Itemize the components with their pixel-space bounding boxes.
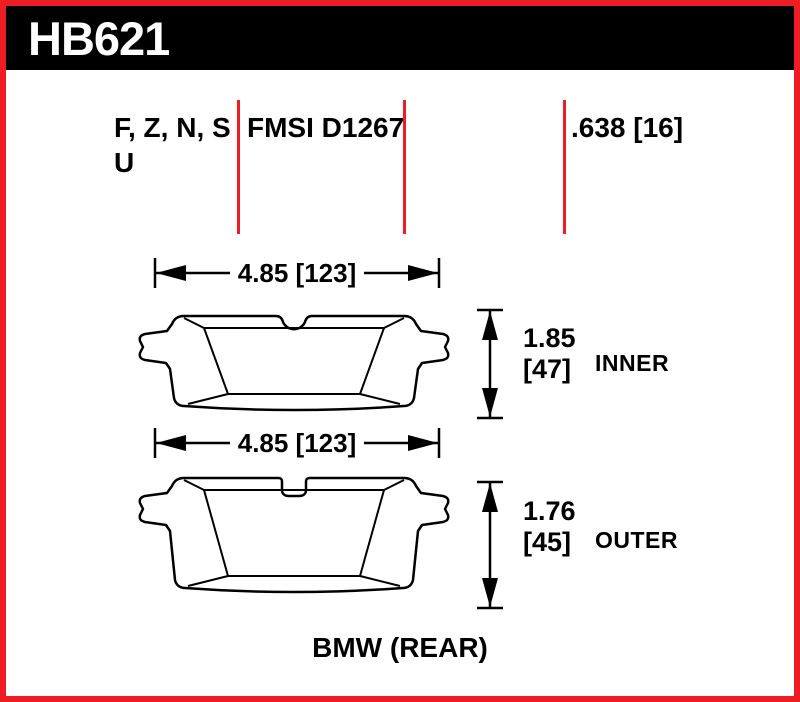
compound-codes: F, Z, N, S U bbox=[114, 110, 231, 180]
inner-thickness-text: 1.85 [47] bbox=[523, 323, 576, 385]
corner-line bbox=[383, 317, 405, 329]
inner-pad-thickness-dimension bbox=[477, 308, 503, 420]
application-label: BMW (REAR) bbox=[312, 632, 488, 663]
outer-pad-width-dimension: 4.85 [123] bbox=[153, 426, 441, 460]
divider-line-right bbox=[563, 100, 566, 234]
corner-line bbox=[183, 317, 205, 329]
outer-thickness-mm: [45] bbox=[523, 527, 572, 557]
arrowhead-right-icon bbox=[408, 265, 438, 281]
inner-pad-friction-surface bbox=[203, 327, 385, 395]
corner-line bbox=[183, 479, 205, 491]
fmsi-number: FMSI D1267 bbox=[247, 112, 405, 143]
arrowhead-right-icon bbox=[408, 435, 438, 451]
arrowhead-down-icon bbox=[482, 578, 498, 607]
corner-line bbox=[187, 393, 229, 405]
dim-text-backplate bbox=[230, 426, 364, 460]
outer-thickness-inches: 1.76 bbox=[523, 496, 576, 526]
divider-line-middle bbox=[403, 100, 406, 234]
compound-codes-line1: F, Z, N, S bbox=[114, 112, 231, 143]
arrowhead-up-icon bbox=[482, 311, 498, 340]
inner-pad-width-dimension: 4.85 [123] bbox=[153, 256, 441, 290]
outer-pad-label: OUTER bbox=[595, 527, 678, 553]
pad-thickness: .638 [16] bbox=[571, 112, 684, 143]
divider-line-left bbox=[237, 100, 240, 234]
outer-thickness-text: 1.76 [45] bbox=[523, 496, 576, 558]
outer-pad-thickness-dimension bbox=[477, 480, 503, 610]
header-bar: HB621 bbox=[6, 6, 794, 70]
arrowhead-left-icon bbox=[156, 435, 186, 451]
dim-text-backplate bbox=[230, 256, 364, 290]
outer-width-dim-text: 4.85 [123] bbox=[238, 428, 357, 458]
compound-codes-line2: U bbox=[114, 147, 135, 178]
outer-pad-drawing bbox=[138, 476, 450, 594]
inner-thickness-inches: 1.85 bbox=[523, 323, 576, 353]
outer-pad-outline bbox=[138, 476, 450, 594]
inner-pad-outline bbox=[138, 314, 450, 412]
corner-line bbox=[187, 575, 229, 587]
inner-thickness-mm: [47] bbox=[523, 354, 572, 384]
inner-pad-label: INNER bbox=[595, 350, 670, 376]
arrowhead-up-icon bbox=[482, 483, 498, 512]
corner-line bbox=[359, 575, 401, 587]
corner-line bbox=[383, 479, 405, 491]
outer-pad-friction-surface bbox=[203, 489, 385, 577]
inner-width-dim-text: 4.85 [123] bbox=[238, 258, 357, 288]
arrowhead-down-icon bbox=[482, 388, 498, 417]
arrowhead-left-icon bbox=[156, 265, 186, 281]
corner-line bbox=[359, 393, 401, 405]
part-number: HB621 bbox=[28, 11, 170, 65]
inner-pad-drawing bbox=[138, 314, 450, 412]
